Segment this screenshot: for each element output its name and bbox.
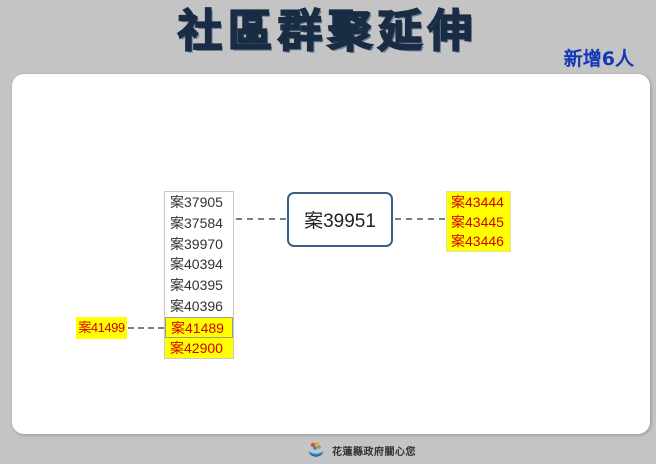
connector-center-to-right (395, 218, 445, 220)
new-cases-badge: 新增6人 (563, 48, 634, 70)
list-item-highlighted: 案43445 (451, 213, 504, 230)
list-item: 案37584 (170, 214, 223, 231)
hualien-county-logo-icon (308, 442, 324, 457)
footer: 花蓮縣政府關心您 (306, 440, 416, 460)
list-item: 案37905 (170, 194, 223, 210)
list-item-highlighted: 案43446 (451, 233, 504, 249)
index-case-node: 案39951 (287, 192, 393, 247)
list-item: 案39970 (170, 235, 223, 252)
list-item: 案40395 (170, 277, 223, 294)
diagram-panel (12, 74, 650, 434)
list-item: 案40394 (170, 256, 223, 273)
linked-case-node: 案41499 (76, 317, 127, 339)
new-cases-group: 案43444 案43445 案43446 (446, 191, 511, 252)
list-item-highlighted: 案41489 (165, 316, 233, 338)
list-item-highlighted: 案42900 (165, 337, 233, 359)
connector-far-left-to-list (128, 327, 164, 329)
list-item: 案40396 (170, 297, 223, 314)
related-cases-list: 案37905 案37584 案39970 案40394 案40395 案4039… (164, 191, 234, 360)
list-item-highlighted: 案43444 (451, 194, 504, 210)
footer-text: 花蓮縣政府關心您 (332, 446, 416, 458)
connector-list-to-center (236, 218, 286, 220)
page-title: 社區群聚延伸 (177, 5, 478, 58)
